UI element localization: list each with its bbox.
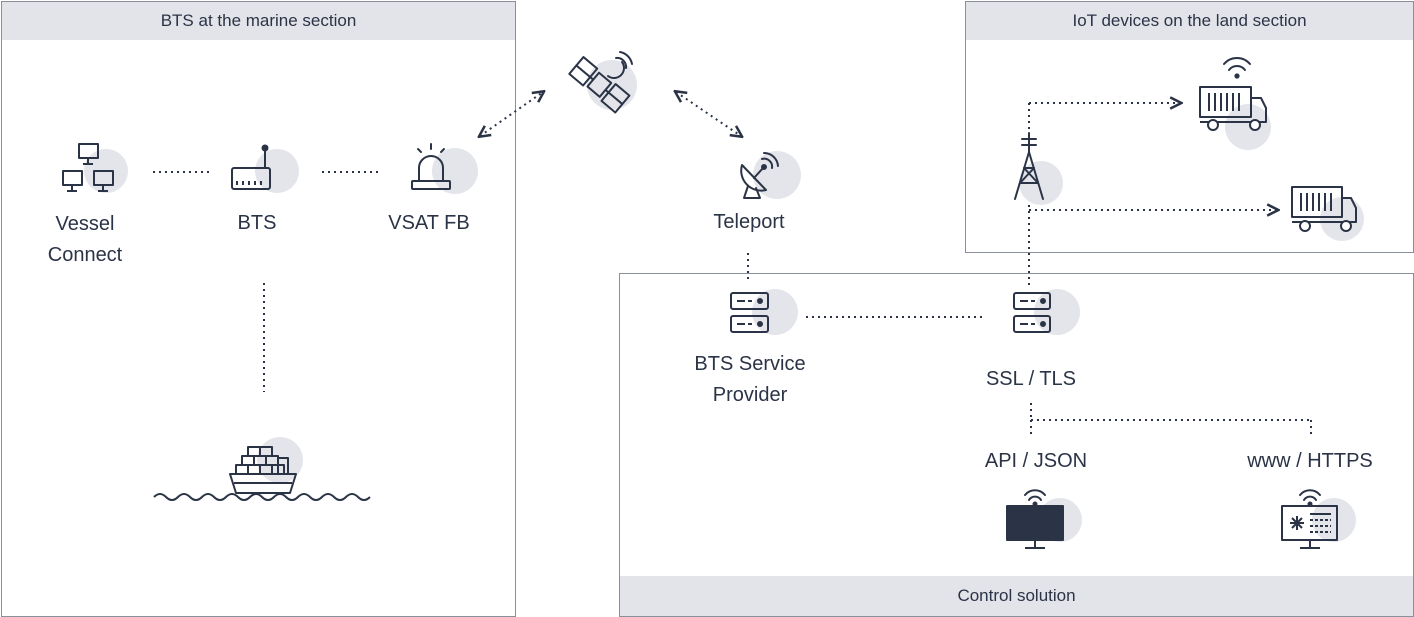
control-solution-title: Control solution bbox=[620, 576, 1413, 616]
link-satellite-teleport bbox=[676, 92, 741, 136]
wifi-icon bbox=[1024, 489, 1046, 507]
vessel-connect-label: Vessel Connect bbox=[35, 209, 135, 271]
vessel-connect-line1: Vessel bbox=[55, 213, 115, 235]
satellite-dish-icon bbox=[740, 151, 779, 199]
cell-tower-icon bbox=[1014, 132, 1044, 200]
siren-icon bbox=[411, 143, 451, 190]
land-section-title: IoT devices on the land section bbox=[966, 2, 1413, 40]
bts-label: BTS bbox=[237, 212, 277, 234]
control-solution-panel: Control solution bbox=[619, 273, 1414, 617]
ssl-tls-label: SSL / TLS bbox=[985, 368, 1077, 390]
connectors bbox=[153, 92, 1312, 437]
wifi-icon bbox=[1299, 489, 1321, 507]
truck-icon bbox=[1291, 186, 1357, 232]
vessel-connect-line2: Connect bbox=[47, 244, 123, 266]
marine-section-panel: BTS at the marine section bbox=[1, 1, 516, 617]
router-icon bbox=[231, 144, 271, 190]
cargo-ship-icon bbox=[229, 446, 297, 494]
server-icon bbox=[730, 292, 769, 333]
waves bbox=[153, 493, 371, 501]
bts-service-provider-line2: Provider bbox=[712, 384, 788, 406]
truck-icon bbox=[1199, 86, 1267, 131]
server-icon bbox=[1013, 292, 1051, 333]
computers-icon bbox=[62, 143, 114, 192]
bts-service-provider-line1: BTS Service bbox=[694, 353, 806, 375]
teleport-label: Teleport bbox=[713, 211, 785, 233]
monitor-icon bbox=[1006, 505, 1064, 549]
dashboard-monitor-icon bbox=[1281, 505, 1338, 549]
marine-section-title: BTS at the marine section bbox=[2, 2, 515, 40]
link-vsat-satellite bbox=[480, 92, 543, 136]
satellite-icon bbox=[568, 51, 633, 114]
www-https-label: www / HTTPS bbox=[1247, 450, 1373, 472]
icon-circles bbox=[84, 60, 1364, 542]
bts-service-provider-label: BTS Service Provider bbox=[680, 349, 820, 411]
vsat-fb-label: VSAT FB bbox=[388, 212, 470, 234]
wifi-icon bbox=[1223, 57, 1251, 79]
api-json-label: API / JSON bbox=[984, 450, 1088, 472]
